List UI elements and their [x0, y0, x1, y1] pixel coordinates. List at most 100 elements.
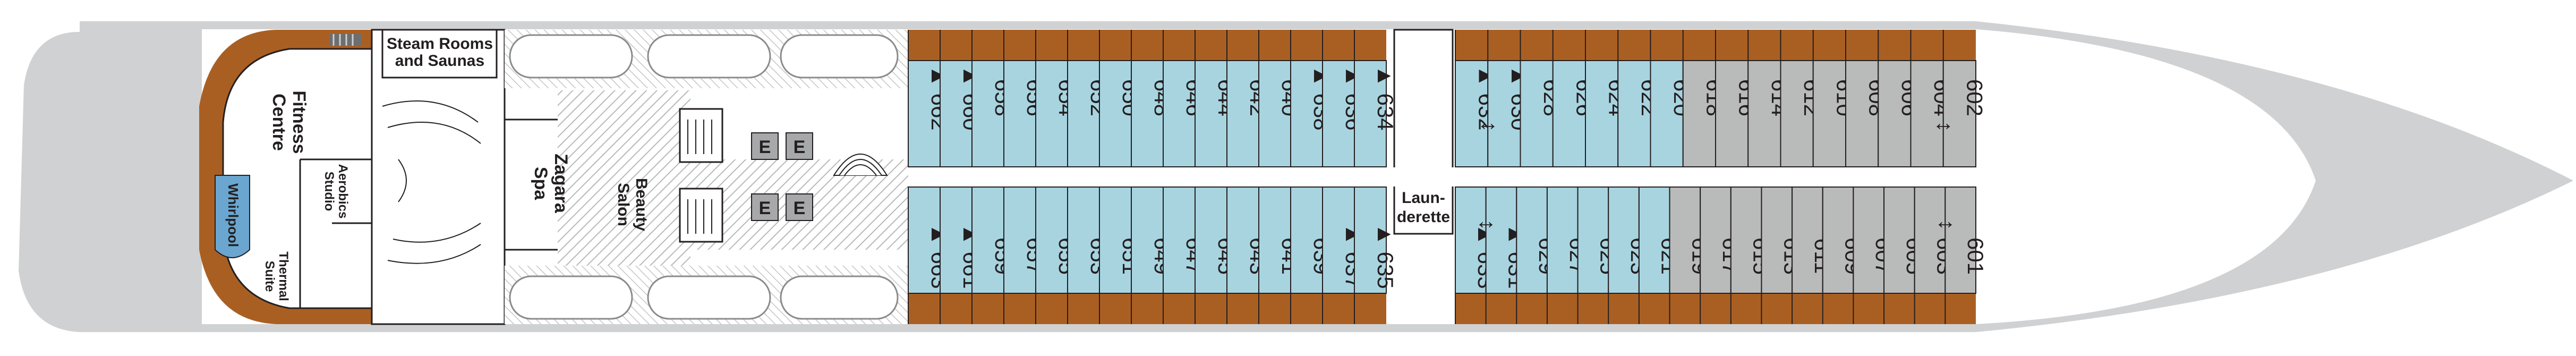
cabin-606: 606	[1878, 30, 1922, 167]
cabin-box	[1669, 187, 1701, 294]
cabin-box	[1099, 60, 1132, 167]
cabin-number: ▲ 635	[1373, 223, 1398, 289]
cabin-box	[1682, 60, 1716, 167]
cabin-628: 628	[1520, 30, 1564, 167]
connecting-icon: ↔	[1932, 110, 1955, 135]
elevator-label: E	[794, 198, 806, 218]
launderette-label: Laun-	[1402, 189, 1445, 207]
cabin-box	[971, 187, 1004, 294]
cabin-box	[1730, 187, 1762, 294]
cabin-number: 601	[1963, 238, 1988, 275]
thermal-label-2: Suite	[262, 261, 277, 292]
thermal-label: Thermal	[276, 251, 291, 301]
cabin-box	[1354, 187, 1387, 294]
connecting-icon: ↔	[1934, 208, 1956, 233]
cabin-635: ▲ 635	[1354, 187, 1398, 324]
spa-label: Zagara	[551, 154, 571, 214]
cabin-601: 601	[1944, 187, 1988, 324]
center-hatch	[558, 90, 690, 266]
cabin-626: 626	[1552, 30, 1597, 167]
elevator-label: E	[794, 137, 806, 157]
cabin-box	[1883, 187, 1915, 294]
cabin-652: 652	[1067, 30, 1111, 167]
cabin-box	[940, 60, 973, 167]
cabin-box	[1812, 60, 1846, 167]
stairwell-lower	[679, 188, 723, 243]
aerobics-label: Aerobics	[336, 164, 350, 219]
elevator-label: E	[759, 137, 771, 157]
cabin-box	[1546, 187, 1579, 294]
cabin-box	[1258, 187, 1291, 294]
cabin-box	[1780, 60, 1814, 167]
cabin-box	[1914, 187, 1946, 294]
cabin-box	[1290, 60, 1323, 167]
cabin-648: 648	[1131, 30, 1175, 167]
cabin-box	[1520, 60, 1554, 167]
aerobics-label-2: Studio	[322, 172, 336, 211]
corridor	[908, 167, 1976, 187]
cabin-box	[908, 187, 941, 294]
cabin-box	[1226, 187, 1259, 294]
cabin-number: 602	[1962, 79, 1987, 116]
cabin-612: 612	[1780, 30, 1824, 167]
cabin-box	[1035, 60, 1068, 167]
cabin-box	[1617, 60, 1651, 167]
steam-rooms-label-2: and Saunas	[395, 52, 484, 70]
steam-rooms	[381, 29, 498, 79]
cabin-box	[1322, 60, 1355, 167]
cabin-box	[1131, 60, 1164, 167]
cabin-box	[1035, 187, 1068, 294]
cabin-box	[1577, 187, 1609, 294]
cabin-box	[1761, 187, 1793, 294]
cabin-box	[1487, 60, 1521, 167]
connecting-icon: ↔	[1477, 110, 1499, 135]
cabin-box	[1322, 187, 1355, 294]
cabin-box	[1067, 187, 1100, 294]
cabin-box	[1455, 187, 1487, 294]
cabin-box	[1944, 187, 1977, 294]
cabin-662: ▲ 662	[908, 30, 952, 167]
whirlpool-label: Whirlpool	[225, 183, 241, 247]
cabin-box	[1822, 187, 1854, 294]
cabin-658: 658	[971, 30, 1016, 167]
cabin-box	[1700, 187, 1731, 294]
cabin-box	[1853, 187, 1885, 294]
verandas	[908, 30, 1976, 324]
cabin-646: 646	[1163, 30, 1207, 167]
cabin-box	[908, 60, 941, 167]
cabin-602: 602	[1942, 30, 1987, 167]
cabin-box	[1226, 60, 1259, 167]
cabin-box	[1455, 60, 1489, 167]
stairwell-upper	[679, 108, 723, 163]
cabin-box	[1067, 60, 1100, 167]
cabin-box	[1485, 187, 1517, 294]
lifeboats	[509, 34, 899, 320]
cabin-610: 610	[1812, 30, 1857, 167]
fitness-label-2: Centre	[269, 94, 289, 151]
cabin-box	[1650, 60, 1684, 167]
beauty-label: Beauty	[633, 178, 650, 231]
elevator-label: E	[759, 198, 771, 218]
launderette-label-2: derette	[1397, 208, 1450, 226]
cabin-box	[1003, 187, 1036, 294]
cabin-box	[1608, 187, 1640, 294]
cabin-box	[1163, 60, 1196, 167]
cabin-box	[1585, 60, 1619, 167]
cabin-box	[1845, 60, 1879, 167]
launderette-room	[1393, 180, 1454, 235]
cabin-643: 643	[1226, 187, 1270, 324]
cabin-box	[1552, 60, 1586, 167]
cabin-box	[971, 60, 1004, 167]
cabin-box	[1942, 60, 1976, 167]
cabin-634: ▲ 634	[1354, 30, 1398, 167]
cabin-box	[1516, 187, 1548, 294]
cabin-box	[1354, 60, 1387, 167]
cabin-box	[940, 187, 973, 294]
cabin-654: 654	[1035, 30, 1079, 167]
connecting-icon: ↔	[1475, 208, 1497, 233]
cabin-box	[1195, 60, 1227, 167]
spiral-staircase	[833, 154, 888, 176]
cabin-655: 655	[1035, 187, 1079, 324]
